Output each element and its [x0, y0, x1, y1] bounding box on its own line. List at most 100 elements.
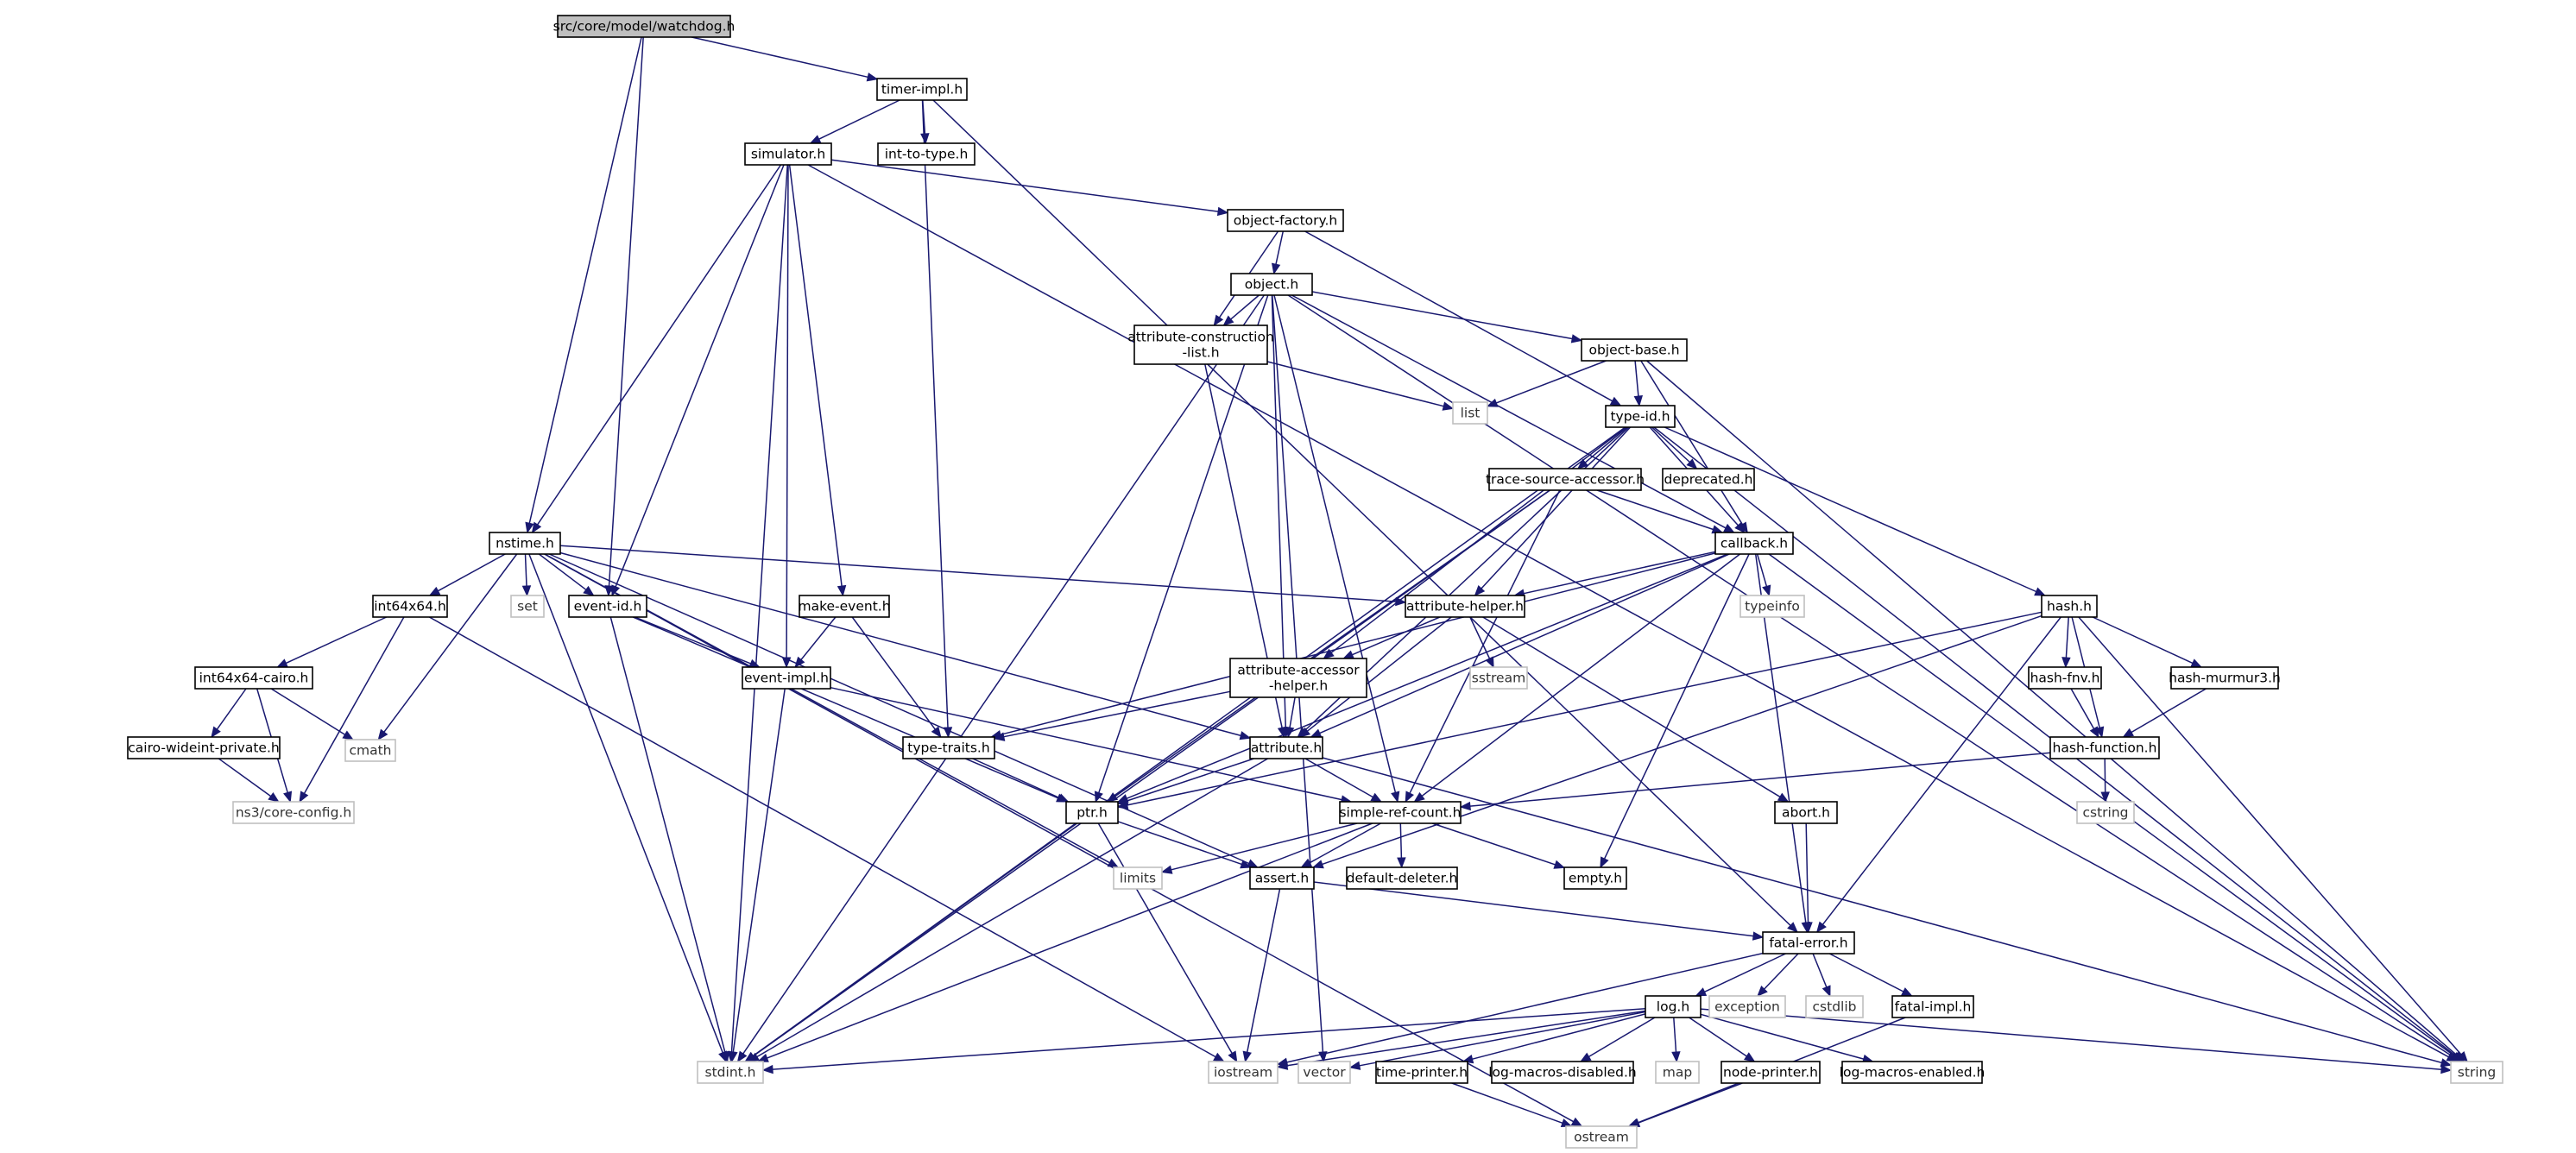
node-deprecated[interactable]: deprecated.h: [1662, 468, 1755, 491]
node-box: [1249, 736, 1323, 759]
node-abort[interactable]: abort.h: [1774, 801, 1838, 824]
node-box: [1739, 595, 1805, 618]
edge-arrowhead: [2457, 1050, 2468, 1062]
node-hash-fnv[interactable]: hash-fnv.h: [2028, 666, 2102, 690]
edge-line: [1431, 822, 1556, 866]
edge-line: [1640, 360, 1744, 526]
node-watchdog[interactable]: src/core/model/watchdog.h: [553, 15, 736, 38]
node-layer: src/core/model/watchdog.h timer-impl.h sim…: [127, 15, 2503, 1149]
node-log[interactable]: log.h: [1645, 995, 1702, 1018]
node-stdint[interactable]: stdint.h: [697, 1061, 764, 1084]
edge-line: [932, 99, 1791, 926]
edge-callback-to-attribute: [1310, 553, 1730, 738]
node-log-macros-disabled[interactable]: log-macros-disabled.h: [1488, 1061, 1637, 1084]
edge-line: [1451, 1082, 1563, 1125]
edge-simulator-to-event_id: [611, 164, 785, 597]
edge-fatal_error-to-exception: [1757, 953, 1799, 997]
edge-nstime-to-int64x64: [428, 553, 506, 596]
node-type-traits[interactable]: type-traits.h: [902, 736, 995, 759]
node-cmath[interactable]: cmath: [344, 739, 396, 762]
node-event-impl[interactable]: event-impl.h: [742, 666, 831, 690]
node-callback[interactable]: callback.h: [1714, 532, 1794, 555]
node-attr-construction[interactable]: attribute-construction-list.h: [1127, 324, 1274, 365]
node-object[interactable]: object.h: [1230, 273, 1313, 296]
node-attr-accessor[interactable]: attribute-accessor-helper.h: [1229, 658, 1367, 698]
node-label: cairo-wideint-private.h: [128, 740, 279, 756]
node-vector[interactable]: vector: [1297, 1061, 1351, 1084]
edge-line: [218, 758, 272, 797]
edge-arrowhead: [920, 133, 930, 145]
node-int64x64[interactable]: int64x64.h: [372, 595, 448, 618]
node-box: [1714, 532, 1794, 555]
edge-make_event-to-type_traits: [851, 616, 942, 739]
edge-line: [1286, 952, 1764, 1063]
node-set[interactable]: set: [510, 595, 545, 618]
node-simple-ref[interactable]: simple-ref-count.h: [1339, 801, 1462, 824]
node-limits[interactable]: limits: [1113, 866, 1163, 890]
node-trace-source[interactable]: trace-source-accessor.h: [1486, 468, 1645, 491]
node-box: [1230, 273, 1313, 296]
node-label: simulator.h: [751, 147, 825, 162]
edge-line: [1828, 953, 1904, 992]
node-attribute[interactable]: attribute.h: [1249, 736, 1323, 759]
node-ostream[interactable]: ostream: [1565, 1125, 1638, 1149]
node-list[interactable]: list: [1452, 401, 1488, 425]
edge-arrowhead: [1222, 315, 1234, 326]
node-hash-murmur[interactable]: hash-murmur3.h: [2169, 666, 2281, 690]
edge-line: [1313, 881, 1754, 937]
node-box: [1405, 595, 1525, 618]
node-attr-helper[interactable]: attribute-helper.h: [1405, 595, 1525, 618]
node-typeinfo[interactable]: typeinfo: [1739, 595, 1805, 618]
node-ptr[interactable]: ptr.h: [1065, 801, 1119, 824]
edge-line: [1689, 1017, 1747, 1057]
node-int-to-type[interactable]: int-to-type.h: [877, 142, 975, 166]
node-hash-function[interactable]: hash-function.h: [2049, 736, 2160, 759]
node-object-base[interactable]: object-base.h: [1581, 338, 1688, 362]
node-cairo-wideint[interactable]: cairo-wideint-private.h: [127, 736, 281, 759]
node-int64x64-cairo[interactable]: int64x64-cairo.h: [194, 666, 313, 690]
edge-hash_function-to-simple_ref: [1459, 752, 2051, 811]
node-cstdlib[interactable]: cstdlib: [1805, 995, 1864, 1018]
node-sstream[interactable]: sstream: [1469, 666, 1528, 690]
node-event-id[interactable]: event-id.h: [568, 595, 647, 618]
node-label: trace-source-accessor.h: [1486, 472, 1645, 488]
edge-arrowhead: [1213, 1052, 1225, 1062]
node-iostream[interactable]: iostream: [1208, 1061, 1279, 1084]
edge-arrowhead: [744, 1052, 756, 1062]
node-type-id[interactable]: type-id.h: [1605, 405, 1676, 428]
node-timer-impl[interactable]: timer-impl.h: [876, 78, 968, 101]
node-make-event[interactable]: make-event.h: [798, 595, 891, 618]
edge-type_id-to-trace_source: [1576, 426, 1628, 469]
node-hash[interactable]: hash.h: [2041, 595, 2098, 618]
node-default-deleter[interactable]: default-deleter.h: [1346, 866, 1458, 890]
node-cstring[interactable]: cstring: [2076, 801, 2135, 824]
node-node-printer[interactable]: node-printer.h: [1720, 1061, 1821, 1084]
node-box: [742, 666, 831, 690]
edge-line: [1584, 426, 1628, 463]
node-box: [1113, 866, 1163, 890]
edge-arrowhead: [1633, 395, 1643, 407]
edge-line: [548, 553, 1250, 865]
node-string[interactable]: string: [2450, 1061, 2503, 1084]
node-assert[interactable]: assert.h: [1249, 866, 1315, 890]
node-box: [344, 739, 396, 762]
edge-arrowhead: [1553, 860, 1566, 869]
edge-abort-to-fatal_error: [1803, 822, 1813, 934]
edge-callback-to-ptr: [1116, 553, 1728, 803]
node-exception[interactable]: exception: [1708, 995, 1786, 1018]
node-empty[interactable]: empty.h: [1563, 866, 1627, 890]
edge-attr_accessor-to-attribute: [1285, 696, 1296, 739]
edge-line: [538, 553, 587, 590]
node-simulator[interactable]: simulator.h: [744, 142, 832, 166]
node-time-printer[interactable]: time-printer.h: [1375, 1061, 1468, 1084]
node-log-macros-enabled[interactable]: log-macros-enabled.h: [1840, 1061, 1986, 1084]
node-fatal-error[interactable]: fatal-error.h: [1762, 931, 1855, 955]
node-map[interactable]: map: [1655, 1061, 1700, 1084]
node-box: [1297, 1061, 1351, 1084]
node-fatal-impl[interactable]: fatal-impl.h: [1891, 995, 1974, 1018]
edge-arrowhead: [736, 1050, 748, 1063]
edge-arrowhead: [1901, 987, 1913, 997]
node-object-factory[interactable]: object-factory.h: [1227, 209, 1344, 232]
node-nstime[interactable]: nstime.h: [489, 532, 561, 555]
node-ns3-config[interactable]: ns3/core-config.h: [232, 801, 355, 824]
